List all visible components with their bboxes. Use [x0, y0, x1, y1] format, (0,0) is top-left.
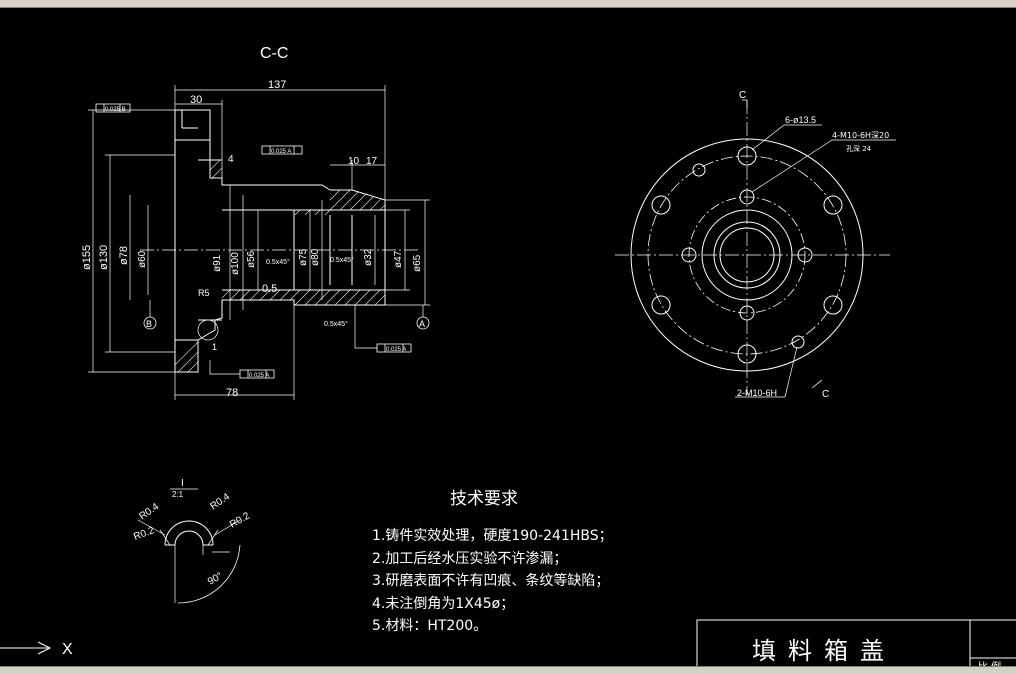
tolerance-frame-3: 0.025 A: [386, 347, 406, 353]
dim-phi100: ø100: [230, 252, 241, 275]
dim-78: 78: [226, 387, 238, 399]
dim-0-5: 0.5: [262, 283, 277, 295]
detail-callout: 1: [212, 342, 217, 352]
dim-phi78: ø78: [118, 246, 130, 265]
section-mark-bottom: C: [822, 389, 829, 400]
title-block-frame: [696, 619, 1016, 670]
detail-view: [137, 488, 241, 604]
dim-r5: R5: [198, 288, 210, 298]
cad-toolbar[interactable]: [0, 0, 1016, 8]
requirement-2: 2.加工后经水压实验不许渗漏；: [372, 551, 567, 567]
dim-30: 30: [190, 94, 202, 106]
detail-scale: 2:1: [172, 490, 184, 499]
detail-title: I: [181, 478, 184, 489]
ucs-icon: [0, 641, 52, 655]
dim-17: 17: [366, 156, 378, 167]
radius-3: R0.2: [132, 525, 156, 543]
requirement-5: 5.材料：HT200。: [372, 618, 487, 634]
dim-phi32: ø32: [363, 248, 374, 266]
requirement-1: 1.铸件实效处理，硬度190-241HBS；: [372, 528, 613, 544]
thread-note-2: 2-M10-6H: [737, 388, 777, 398]
chamfer-3: 0.5x45°: [324, 320, 348, 328]
dim-phi60: ø60: [137, 250, 148, 268]
tolerance-frame-1: 0.025 B: [105, 107, 126, 113]
radius-1: R0.4: [137, 501, 161, 522]
dim-10: 10: [348, 156, 360, 167]
requirements-title: 技术要求: [450, 489, 518, 509]
dim-4: 4: [228, 154, 234, 165]
radius-4: R0.2: [228, 510, 252, 530]
tolerance-frame-2: 0.025 A: [271, 149, 291, 155]
chamfer-2: 0.5x45°: [330, 256, 354, 264]
thread-note: 4-M10-6H深20: [832, 131, 889, 140]
dim-phi56: ø56: [246, 250, 257, 268]
requirement-3: 3.研磨表面不许有凹痕、条纹等缺陷；: [372, 572, 609, 589]
dim-phi80: ø80: [310, 248, 321, 266]
dim-phi65: ø65: [412, 254, 423, 272]
radius-2: R0.4: [208, 491, 232, 512]
section-mark-top: C: [739, 90, 746, 101]
section-title: C-C: [260, 45, 288, 62]
tolerance-frame-4: 0.025 A: [249, 373, 269, 379]
part-name: 填料箱盖: [752, 637, 896, 665]
datum-b: B: [146, 319, 152, 329]
end-view: [615, 99, 896, 398]
dim-phi130: ø130: [98, 245, 110, 270]
ucs-x-label: X: [62, 641, 73, 658]
status-bar: [0, 666, 1016, 674]
section-view: [88, 85, 430, 400]
dim-phi91: ø91: [212, 254, 223, 272]
dim-137: 137: [268, 79, 286, 91]
dim-phi47: ø47: [393, 250, 404, 268]
dim-phi75: ø75: [298, 248, 309, 266]
hole-depth-note: 孔深 24: [846, 144, 872, 153]
holes-note: 6-ø13.5: [785, 115, 816, 125]
datum-a: A: [419, 319, 425, 329]
dim-phi155: ø155: [81, 245, 93, 270]
chamfer-1: 0.5x45°: [266, 258, 290, 266]
requirement-4: 4.未注倒角为1X45ø；: [372, 596, 514, 612]
